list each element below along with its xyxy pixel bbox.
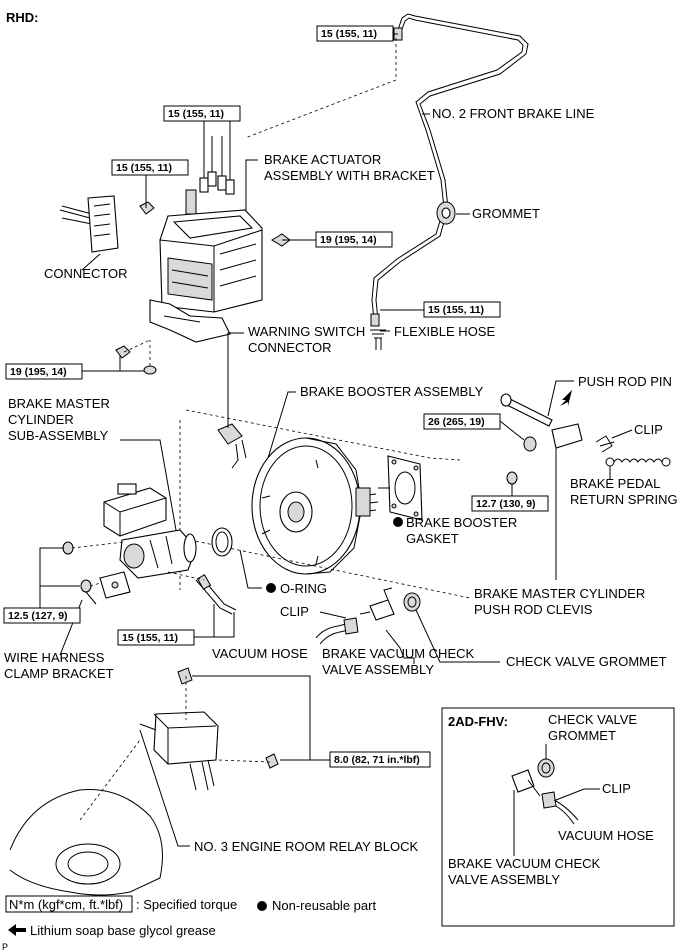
connector-part xyxy=(59,195,119,253)
label-check-valve-2: VALVE ASSEMBLY xyxy=(322,662,434,677)
inset-grommet-1: CHECK VALVE xyxy=(548,712,637,727)
check-valve-part xyxy=(369,599,395,621)
label-master-cyl-2: CYLINDER xyxy=(8,412,74,427)
torque-label: 26 (265, 19) xyxy=(428,416,485,428)
inset-grommet-2: GROMMET xyxy=(548,728,616,743)
bracket-nut xyxy=(143,365,157,375)
master-cylinder-part xyxy=(103,483,197,579)
nonreusable-dot-icon xyxy=(393,517,403,527)
legend-torque-desc: : Specified torque xyxy=(136,897,237,912)
grease-arrow-icon xyxy=(560,390,572,406)
label-vacuum-hose: VACUUM HOSE xyxy=(212,646,308,661)
torque-label: 12.7 (130, 9) xyxy=(476,498,536,510)
torque-label: 15 (155, 11) xyxy=(122,632,178,644)
nonreusable-dot-icon xyxy=(257,901,267,911)
label-actuator-1: BRAKE ACTUATOR xyxy=(264,152,381,167)
torque-label: 15 (155, 11) xyxy=(168,108,224,120)
connector-bolt xyxy=(139,201,155,215)
label-grommet: GROMMET xyxy=(472,206,540,221)
nonreusable-dot-icon xyxy=(266,583,276,593)
label-pedal-spring-1: BRAKE PEDAL xyxy=(570,476,660,491)
vacuum-hose-part xyxy=(315,623,349,645)
torque-label: 8.0 (82, 71 in.*lbf) xyxy=(334,754,420,766)
label-o-ring: O-RING xyxy=(280,581,327,596)
check-valve-grommet-part xyxy=(403,592,421,612)
o-ring-part xyxy=(211,527,233,557)
label-master-cyl-3: SUB-ASSEMBLY xyxy=(8,428,109,443)
clevis-nut xyxy=(523,436,537,452)
label-clevis-2: PUSH ROD CLEVIS xyxy=(474,602,593,617)
label-clevis-1: BRAKE MASTER CYLINDER xyxy=(474,586,645,601)
relay-block-part xyxy=(139,711,219,791)
inset-title: 2AD-FHV: xyxy=(448,714,508,729)
variant-label: RHD: xyxy=(6,10,39,25)
label-connector: CONNECTOR xyxy=(44,266,128,281)
warning-switch-connector-part xyxy=(217,423,247,469)
label-harness-bracket-1: WIRE HARNESS xyxy=(4,650,105,665)
front-brake-line xyxy=(371,13,529,321)
label-booster-gasket-1: BRAKE BOOSTER xyxy=(406,515,517,530)
inset-2ad-fhv: 2AD-FHV: CHECK VALVE GROMMET CLIP VACUUM… xyxy=(441,707,675,927)
relay-nut xyxy=(265,753,279,769)
label-front-brake-line: NO. 2 FRONT BRAKE LINE xyxy=(432,106,595,121)
label-push-rod-pin: PUSH ROD PIN xyxy=(578,374,672,389)
label-warning-switch-2: CONNECTOR xyxy=(248,340,332,355)
torque-label: 15 (155, 11) xyxy=(321,28,377,40)
label-check-valve-grommet: CHECK VALVE GROMMET xyxy=(506,654,667,669)
clevis-part xyxy=(551,423,583,449)
grease-arrow-icon xyxy=(8,924,26,936)
torque-label: 15 (155, 11) xyxy=(428,304,484,316)
label-warning-switch-1: WARNING SWITCH xyxy=(248,324,365,339)
torque-label: 15 (155, 11) xyxy=(116,162,172,174)
label-pedal-spring-2: RETURN SPRING xyxy=(570,492,678,507)
label-clip-right: CLIP xyxy=(634,422,663,437)
brake-actuator-part xyxy=(149,136,263,343)
torque-label: 12.5 (127, 9) xyxy=(8,610,68,622)
label-booster-gasket-2: GASKET xyxy=(406,531,459,546)
pedal-spring-part xyxy=(613,458,663,463)
label-check-valve-1: BRAKE VACUUM CHECK xyxy=(322,646,475,661)
label-booster-assembly: BRAKE BOOSTER ASSEMBLY xyxy=(300,384,484,399)
booster-gasket-part xyxy=(387,455,423,521)
clip-mid-part xyxy=(343,617,359,635)
flexible-hose-part xyxy=(370,329,386,350)
legend-grease: Lithium soap base glycol grease xyxy=(30,923,216,938)
label-relay-block: NO. 3 ENGINE ROOM RELAY BLOCK xyxy=(194,839,419,854)
legend-nonreusable: Non-reusable part xyxy=(272,898,376,913)
label-flexible-hose: FLEXIBLE HOSE xyxy=(394,324,495,339)
label-clip-mid: CLIP xyxy=(280,604,309,619)
push-rod-pin-part xyxy=(500,393,553,427)
footer-code: P xyxy=(2,942,8,952)
leader-lines xyxy=(59,113,633,847)
booster-nut xyxy=(506,471,518,485)
inset-valve-2: VALVE ASSEMBLY xyxy=(448,872,560,887)
torque-label: 19 (195, 14) xyxy=(10,366,67,378)
body-outline xyxy=(9,789,163,896)
mc-nut-1 xyxy=(62,541,74,555)
inset-clip: CLIP xyxy=(602,781,631,796)
torque-label: 19 (195, 14) xyxy=(320,234,377,246)
mc-nut-2 xyxy=(80,579,92,593)
label-harness-bracket-2: CLAMP BRACKET xyxy=(4,666,114,681)
clip-right-part xyxy=(595,435,615,453)
bracket-bolt xyxy=(115,345,131,359)
inset-vacuum-hose: VACUUM HOSE xyxy=(558,828,654,843)
brake-booster-part xyxy=(251,437,379,575)
legend-torque-unit: N*m (kgf*cm, ft.*lbf) xyxy=(9,897,123,912)
label-actuator-2: ASSEMBLY WITH BRACKET xyxy=(264,168,435,183)
label-master-cyl-1: BRAKE MASTER xyxy=(8,396,110,411)
flexible-hose-fitting xyxy=(370,313,380,327)
relay-bolt xyxy=(177,667,193,685)
legend: N*m (kgf*cm, ft.*lbf) : Specified torque… xyxy=(2,895,376,952)
inset-valve-1: BRAKE VACUUM CHECK xyxy=(448,856,601,871)
